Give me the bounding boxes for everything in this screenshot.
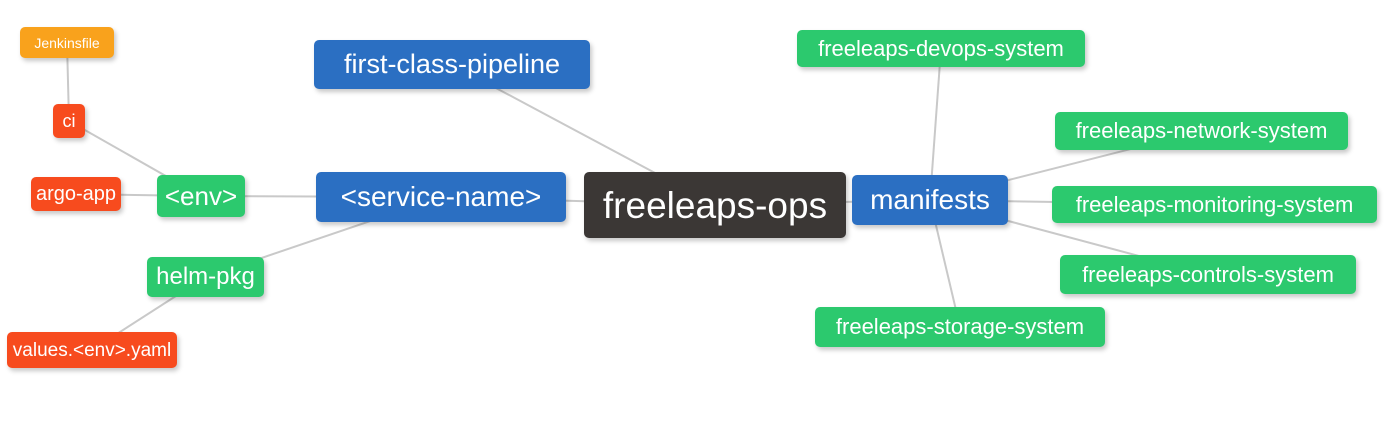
mindmap-node-helm-pkg[interactable]: helm-pkg: [147, 257, 264, 297]
mindmap-node-freeleaps-devops-system[interactable]: freeleaps-devops-system: [797, 30, 1085, 67]
mindmap-root-node-freeleaps-ops[interactable]: freeleaps-ops: [584, 172, 846, 238]
mindmap-node-freeleaps-network-system[interactable]: freeleaps-network-system: [1055, 112, 1348, 150]
mindmap-node-env[interactable]: <env>: [157, 175, 245, 217]
mindmap-node-jenkinsfile[interactable]: Jenkinsfile: [20, 27, 114, 58]
mindmap-node-ci[interactable]: ci: [53, 104, 85, 138]
mindmap-node-freeleaps-monitoring-system[interactable]: freeleaps-monitoring-system: [1052, 186, 1377, 223]
mindmap-node-manifests[interactable]: manifests: [852, 175, 1008, 225]
mindmap-node-service-name[interactable]: <service-name>: [316, 172, 566, 222]
mindmap-node-argo-app[interactable]: argo-app: [31, 177, 121, 211]
mindmap-node-first-class-pipeline[interactable]: first-class-pipeline: [314, 40, 590, 89]
mindmap-node-values-env-yaml[interactable]: values.<env>.yaml: [7, 332, 177, 368]
mindmap-node-freeleaps-controls-system[interactable]: freeleaps-controls-system: [1060, 255, 1356, 294]
mindmap-node-freeleaps-storage-system[interactable]: freeleaps-storage-system: [815, 307, 1105, 347]
